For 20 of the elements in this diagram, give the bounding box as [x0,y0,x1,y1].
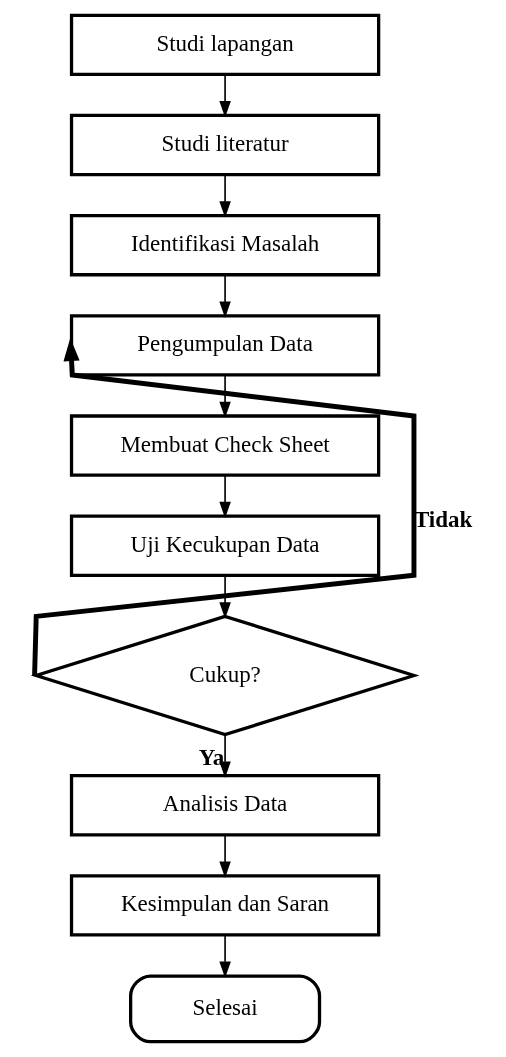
node-box: Selesai [129,974,322,1044]
arrow [219,173,231,218]
arrow [219,574,231,619]
node-box: Analisis Data [69,774,381,837]
arrow [219,934,231,979]
node-box: Studi lapangan [69,13,381,77]
node-diamond: Cukup? [30,614,420,737]
arrow [219,374,231,419]
arrow [219,474,231,519]
arrow [32,337,417,676]
arrow [219,73,231,118]
node-box: Studi literatur [69,113,381,177]
node-box: Membuat Check Sheet [69,414,381,477]
node-box: Pengumpulan Data [69,314,381,377]
edge-label: Tidak [413,507,473,533]
node-box: Identifikasi Masalah [69,214,381,277]
node-box: Kesimpulan dan Saran [69,874,381,937]
arrow [219,274,231,318]
arrow [219,834,231,878]
node-box: Uji Kecukupan Data [69,514,381,577]
